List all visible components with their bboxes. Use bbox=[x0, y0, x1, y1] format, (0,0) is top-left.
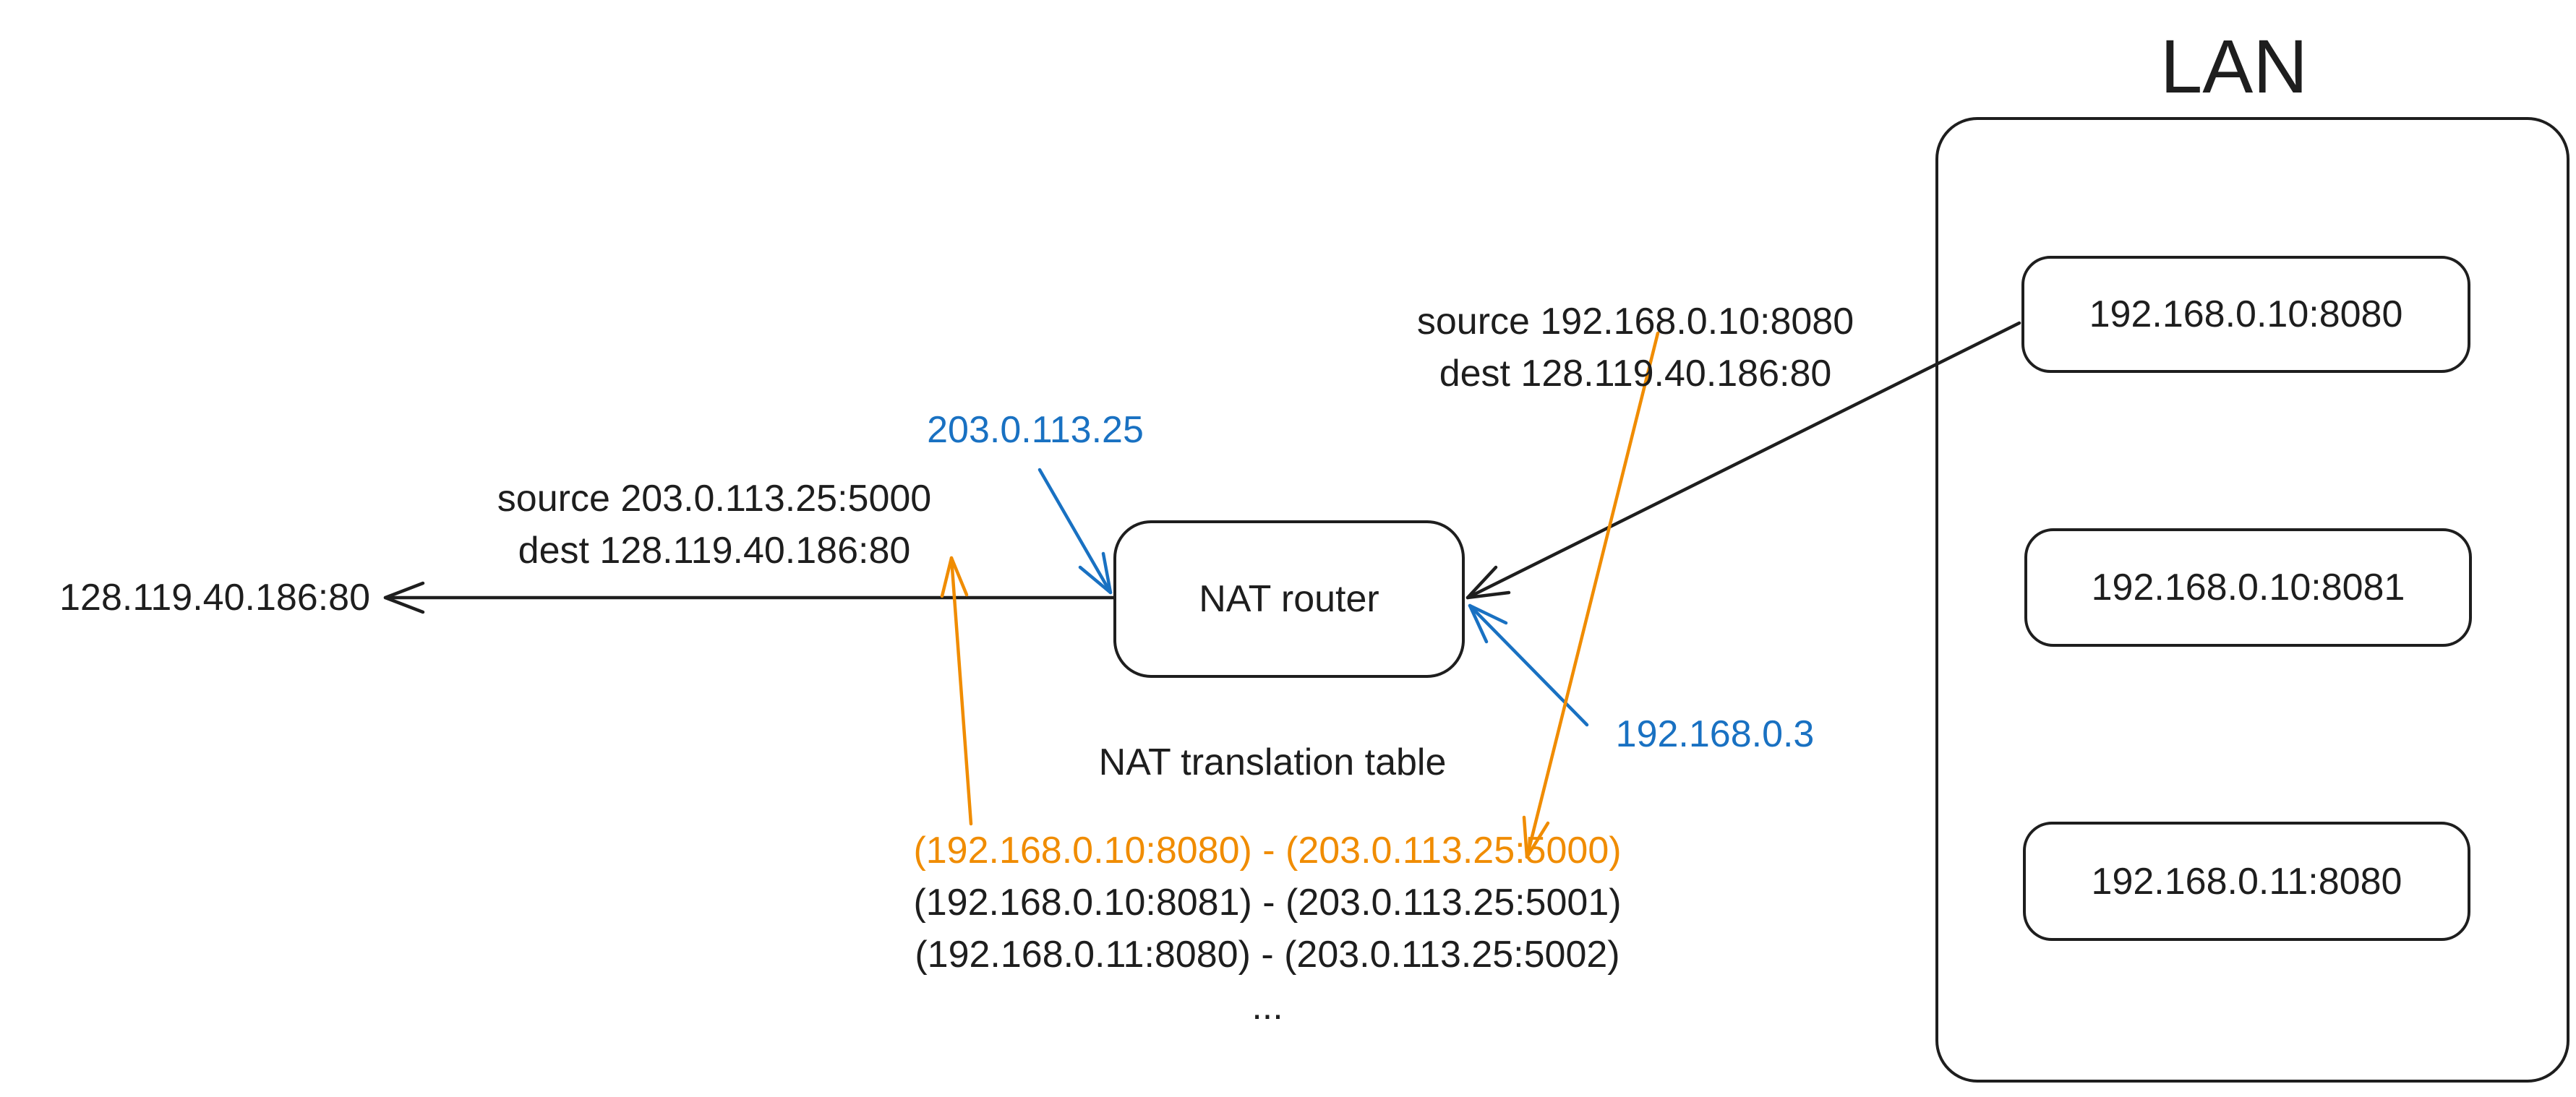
inbound-arrow bbox=[1465, 321, 2021, 600]
nat-table-row: (192.168.0.10:8081) - (203.0.113.25:5001… bbox=[913, 882, 1622, 924]
outbound-arrow bbox=[383, 581, 1116, 614]
nat-table-ellipsis: ... bbox=[1251, 986, 1283, 1028]
router-private-ip-label: 192.168.0.3 bbox=[1615, 713, 1815, 755]
table-to-outbound-label-arrow bbox=[940, 556, 973, 826]
lan-title: LAN bbox=[2160, 25, 2308, 109]
inbound-label-to-table-arrow bbox=[1522, 331, 1660, 859]
lan-node-2-address: 192.168.0.10:8081 bbox=[2091, 567, 2405, 608]
inbound-source-line: source 192.168.0.10:8080 bbox=[1416, 301, 1854, 343]
lan-node-1-address: 192.168.0.10:8080 bbox=[2089, 293, 2403, 335]
lan-node-2: 192.168.0.10:8081 bbox=[2024, 528, 2472, 647]
lan-node-1: 192.168.0.10:8080 bbox=[2021, 256, 2470, 373]
outbound-dest-line: dest 128.119.40.186:80 bbox=[518, 530, 911, 572]
nat-router-box: NAT router bbox=[1113, 520, 1465, 678]
nat-table-title: NAT translation table bbox=[1098, 741, 1447, 783]
public-ip-pointer-arrow bbox=[1037, 468, 1113, 595]
lan-node-3-address: 192.168.0.11:8080 bbox=[2091, 860, 2402, 903]
lan-region-box bbox=[1935, 117, 2569, 1083]
external-host-address: 128.119.40.186:80 bbox=[59, 577, 370, 619]
nat-table-row: (192.168.0.10:8080) - (203.0.113.25:5000… bbox=[913, 830, 1622, 872]
inbound-packet-label: source 192.168.0.10:8080 dest 128.119.40… bbox=[1417, 296, 1854, 400]
lan-node-3: 192.168.0.11:8080 bbox=[2023, 822, 2470, 941]
nat-table-rows: (192.168.0.10:8080) - (203.0.113.25:5000… bbox=[913, 825, 1621, 1033]
nat-table-row: (192.168.0.11:8080) - (203.0.113.25:5002… bbox=[915, 934, 1620, 976]
outbound-packet-label: source 203.0.113.25:5000 dest 128.119.40… bbox=[497, 473, 931, 577]
router-public-ip-label: 203.0.113.25 bbox=[927, 409, 1144, 451]
outbound-source-line: source 203.0.113.25:5000 bbox=[497, 478, 932, 520]
nat-router-label: NAT router bbox=[1199, 578, 1379, 620]
inbound-dest-line: dest 128.119.40.186:80 bbox=[1439, 353, 1832, 395]
private-ip-pointer-arrow bbox=[1468, 603, 1589, 727]
